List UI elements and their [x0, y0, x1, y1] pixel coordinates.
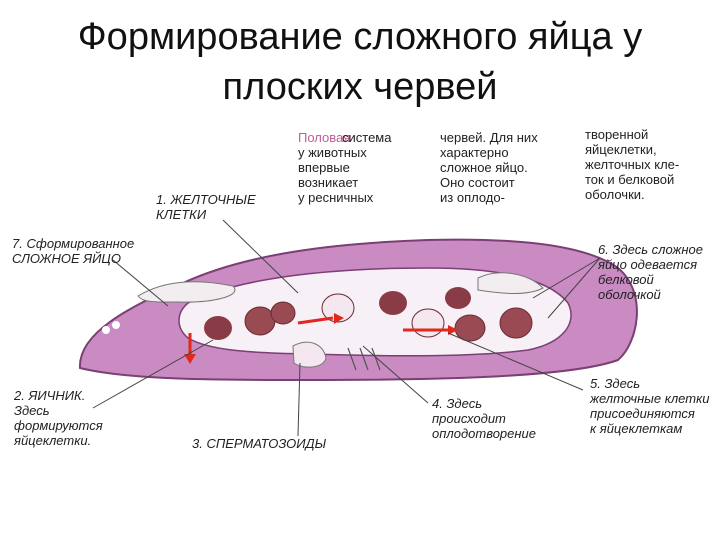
- leader-line-7: [112, 259, 169, 307]
- label-yolk-attach: 5. Здесь желточные клетки присоединяются…: [590, 376, 710, 436]
- eye-spot: [112, 321, 120, 329]
- egg-cell: [445, 287, 471, 309]
- yolk-gland-right: [477, 272, 544, 294]
- intro-col-1-rest: система: [342, 130, 391, 145]
- leader-line-5: [447, 332, 584, 391]
- flow-arrow-head: [448, 325, 458, 335]
- leader-line-1: [222, 219, 299, 294]
- label-sperm: 3. СПЕРМАТОЗОИДЫ: [192, 436, 327, 451]
- leader-line-6b: [547, 257, 601, 319]
- complex-egg: [270, 301, 296, 325]
- label-ovary: 2. ЯИЧНИК. Здесь формируются яйцеклетки.: [14, 388, 103, 448]
- flow-arrow-head: [184, 354, 196, 364]
- yolk-gland: [137, 281, 236, 303]
- label-protein-shell: 6. Здесь сложное яйцо одевается белковой…: [598, 242, 703, 302]
- egg-cell: [411, 308, 445, 338]
- intro-col-1-line-1-rest: система: [342, 130, 392, 145]
- flatworm-illustration: [78, 219, 638, 437]
- intro-col-1: Половая у животных впервые возникает у р…: [298, 130, 374, 205]
- flow-arrow: [297, 316, 334, 325]
- leader-line-2: [92, 339, 214, 409]
- complex-egg: [454, 314, 486, 342]
- label-formed-egg: 7. Сформированное СЛОЖНОЕ ЯЙЦО: [12, 236, 135, 266]
- egg-cell: [379, 291, 407, 315]
- intro-col-3: творенной яйцеклетки, желточных кле- ток…: [585, 127, 680, 202]
- title-line-2: плоских червей: [222, 66, 498, 108]
- leader-line-6: [532, 257, 601, 299]
- complex-egg: [244, 306, 276, 336]
- page-title: Формирование сложного яйца у плоских чер…: [0, 12, 720, 112]
- intro-col-2: червей. Для них характерно сложное яйцо.…: [440, 130, 538, 205]
- leader-line-3: [297, 362, 301, 437]
- leader-line-4: [362, 345, 429, 404]
- seminal-receptacle: [292, 341, 327, 368]
- eye-spot: [102, 326, 110, 334]
- title-line-1: Формирование сложного яйца у: [77, 16, 643, 58]
- egg-cell: [321, 293, 355, 323]
- complex-egg: [499, 307, 533, 339]
- intro-highlight: Половая: [298, 130, 351, 145]
- pharynx: [347, 347, 381, 371]
- label-fertilization: 4. Здесь происходит оплодотворение: [432, 396, 536, 441]
- flow-arrow-head: [334, 313, 344, 324]
- label-yolk-cells: 1. ЖЕЛТОЧНЫЕ КЛЕТКИ: [156, 192, 256, 222]
- flatworm-diagram: [8, 118, 712, 458]
- ovary: [204, 316, 232, 340]
